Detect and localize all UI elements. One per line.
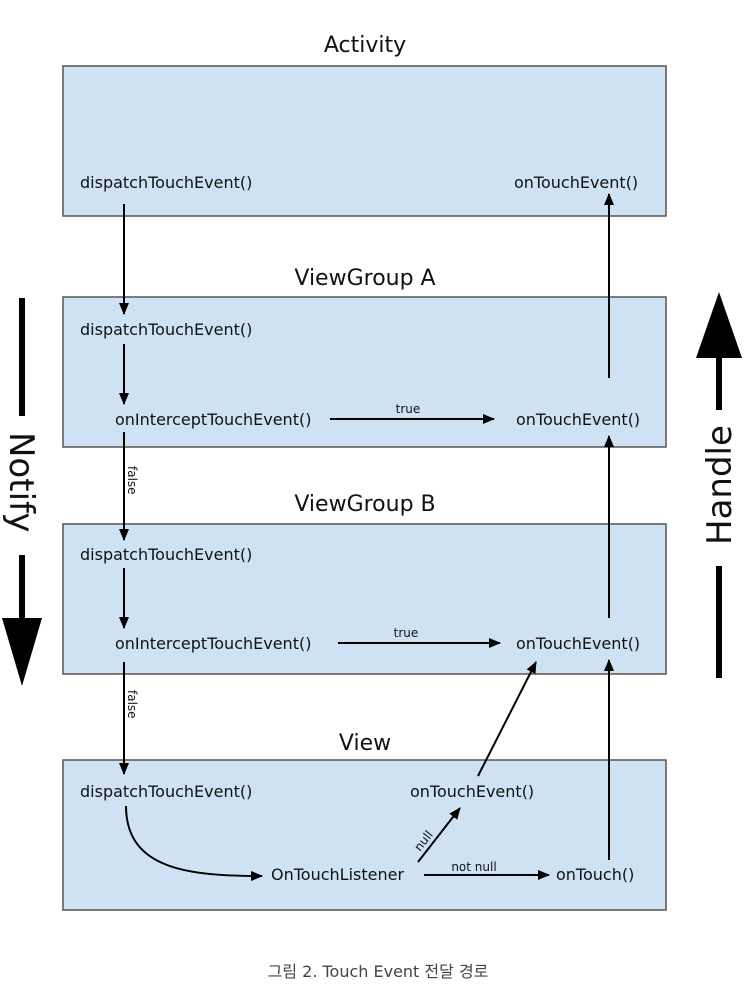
activity-ontouch-label: onTouchEvent() xyxy=(514,173,638,192)
arrow-view-ontouchevent-to-vgb xyxy=(477,661,537,777)
vga-ontouch-label: onTouchEvent() xyxy=(516,410,640,429)
view-ontouchevent-label: onTouchEvent() xyxy=(410,782,534,801)
view-listener-label: OnTouchListener xyxy=(271,865,404,884)
vga-false-label: false xyxy=(125,466,139,495)
viewgroup-b-title: ViewGroup B xyxy=(294,492,435,517)
vga-intercept-label: onInterceptTouchEvent() xyxy=(115,410,311,429)
vga-dispatch-label: dispatchTouchEvent() xyxy=(80,320,252,339)
viewgroup-b-box xyxy=(62,523,667,675)
activity-title: Activity xyxy=(324,33,406,58)
arrow-listener-null xyxy=(417,807,461,863)
vgb-false-label: false xyxy=(125,690,139,719)
handle-label: Handle xyxy=(700,425,740,545)
vgb-ontouch-label: onTouchEvent() xyxy=(516,634,640,653)
activity-box xyxy=(62,65,667,217)
viewgroup-a-title: ViewGroup A xyxy=(294,266,435,291)
notify-label: Notify xyxy=(1,432,41,533)
arrow-view-dispatch-to-listener xyxy=(125,805,263,881)
vgb-dispatch-label: dispatchTouchEvent() xyxy=(80,545,252,564)
vgb-intercept-label: onInterceptTouchEvent() xyxy=(115,634,311,653)
viewgroup-a-box xyxy=(62,296,667,448)
view-title: View xyxy=(339,731,391,756)
view-box xyxy=(62,759,667,911)
handle-arrowhead-icon xyxy=(696,292,742,358)
touch-event-diagram: Activity ViewGroup A ViewGroup B View di… xyxy=(1,33,742,911)
vgb-true-label: true xyxy=(394,626,419,640)
view-ontouch-label: onTouch() xyxy=(556,865,634,884)
not-null-label: not null xyxy=(451,860,496,874)
view-dispatch-label: dispatchTouchEvent() xyxy=(80,782,252,801)
notify-arrowhead-icon xyxy=(2,618,42,686)
vga-true-label: true xyxy=(396,402,421,416)
activity-dispatch-label: dispatchTouchEvent() xyxy=(80,173,252,192)
figure-caption: 그림 2. Touch Event 전달 경로 xyxy=(267,962,489,981)
